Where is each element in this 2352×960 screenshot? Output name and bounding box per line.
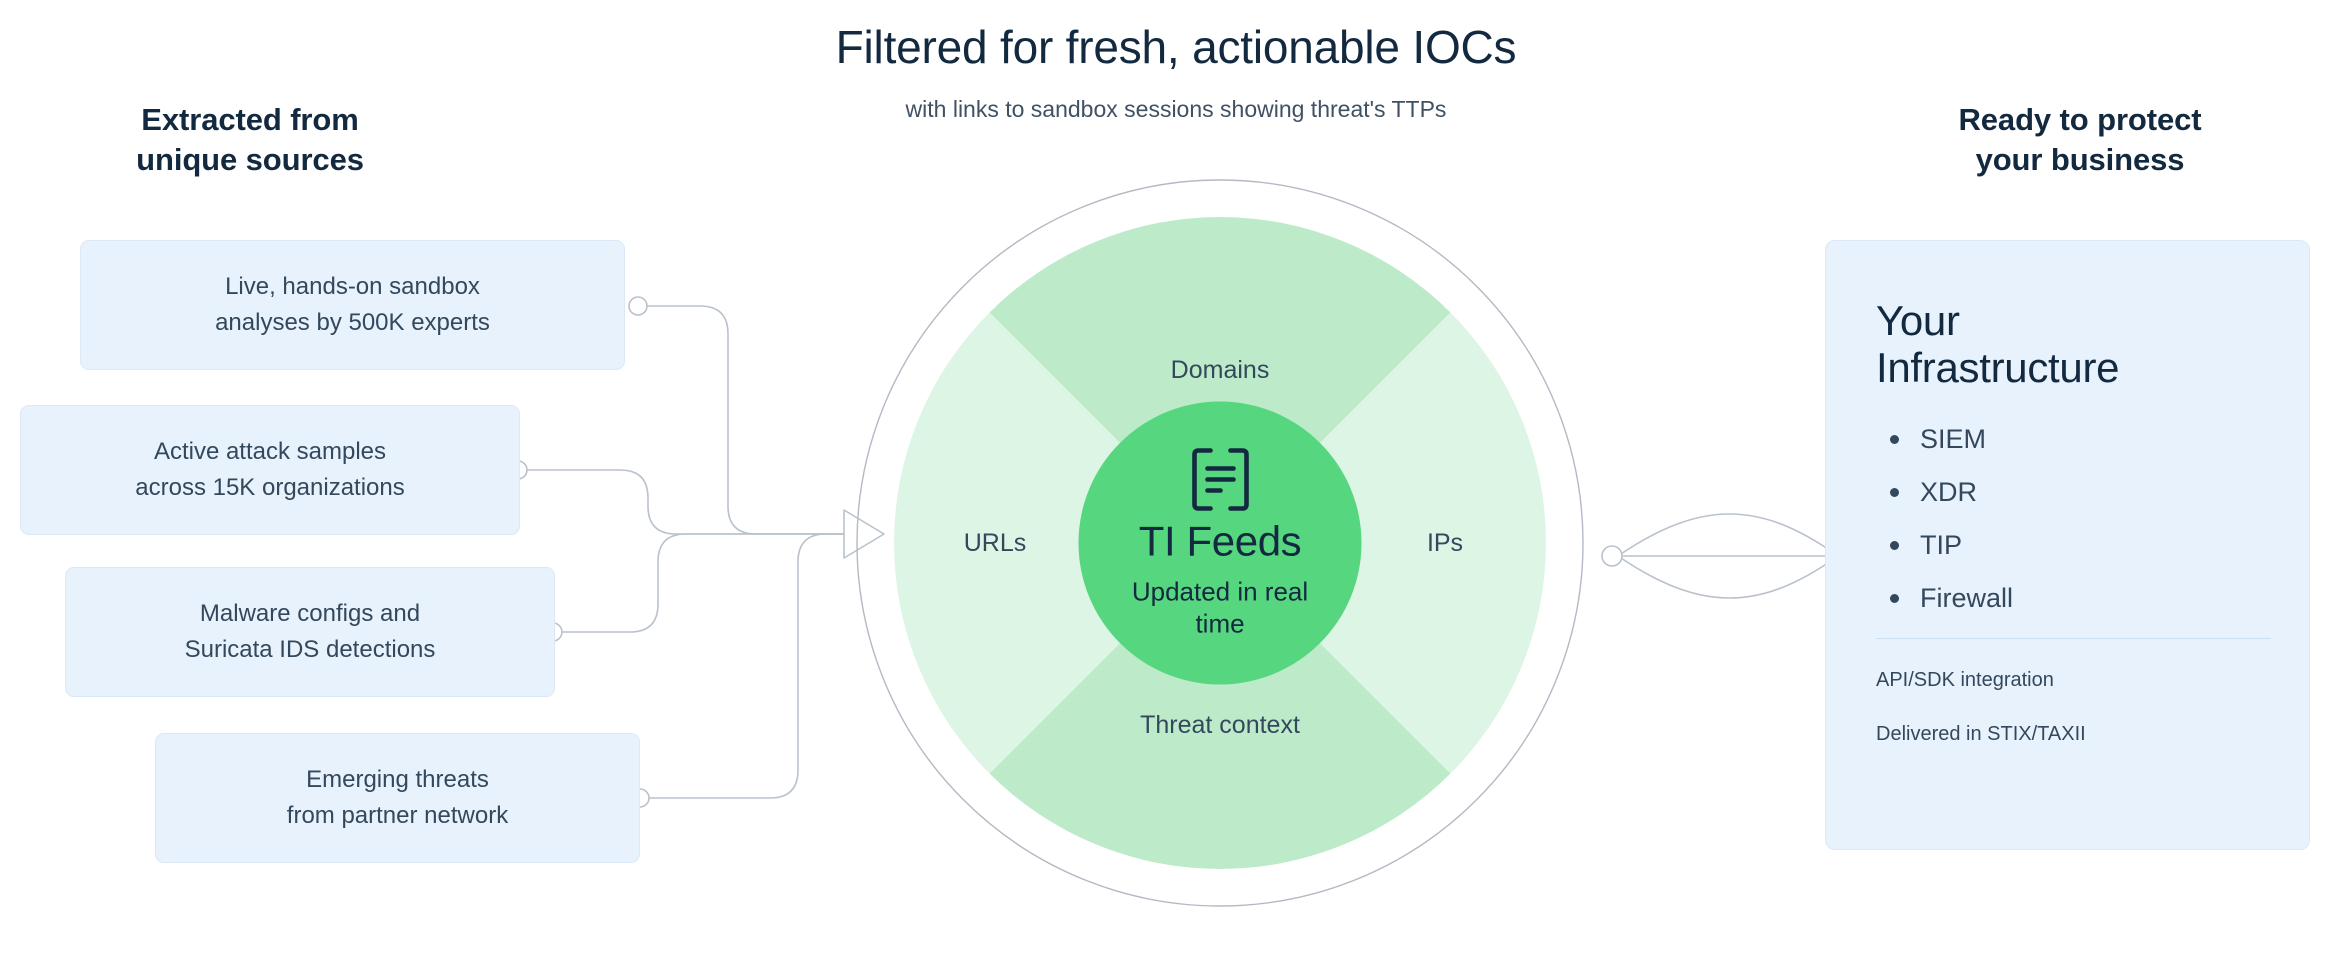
page-subtitle: with links to sandbox sessions showing t…	[905, 96, 1447, 122]
outer-ring-outline	[856, 179, 1584, 907]
ring-quadrant-ips	[1220, 312, 1546, 774]
connector-node-output	[1601, 545, 1623, 567]
source-box-1-line2: analyses by 500K experts	[215, 309, 490, 336]
source-box-4[interactable]: Emerging threats from partner network	[155, 733, 640, 863]
list-item: TIP	[1886, 531, 2259, 559]
panel-title-line2: Infrastructure	[1876, 344, 2120, 392]
hub-title: TI Feeds	[1138, 517, 1302, 565]
infrastructure-list: SIEM XDR TIP Firewall	[1886, 425, 2259, 612]
list-item: SIEM	[1886, 425, 2259, 453]
source-box-4-line1: Emerging threats	[306, 766, 489, 794]
ring-label-urls: URLs	[963, 529, 1027, 557]
panel-note-api: API/SDK integration	[1876, 668, 2054, 691]
ring-label-ips: IPs	[1426, 529, 1464, 557]
source-box-1[interactable]: Live, hands-on sandbox analyses by 500K …	[80, 240, 625, 370]
source-box-2[interactable]: Active attack samples across 15K organiz…	[20, 405, 520, 535]
connector-source-4	[645, 533, 846, 799]
ti-feeds-circle: Domains Threat context URLs IPs TI Feeds…	[855, 178, 1585, 908]
ring-quadrant-domains	[989, 217, 1451, 543]
your-infrastructure-panel[interactable]: Your Infrastructure SIEM XDR TIP Firewal…	[1825, 240, 2310, 850]
panel-title: Your Infrastructure	[1876, 297, 2259, 392]
connector-node-source-1	[628, 296, 648, 316]
right-column-heading-line2: your business	[1975, 141, 2185, 177]
ring-quadrant-urls	[894, 312, 1220, 774]
left-column-heading-line1: Extracted from	[141, 102, 359, 137]
left-column-heading-line2: unique sources	[136, 141, 364, 177]
right-column-heading: Ready to protect your business	[1870, 100, 2290, 179]
right-column-heading-line1: Ready to protect	[1958, 102, 2202, 137]
list-item: XDR	[1886, 478, 2259, 506]
page-title: Filtered for fresh, actionable IOCs	[835, 21, 1517, 73]
source-box-3-line2: Suricata IDS detections	[184, 636, 436, 663]
source-box-3[interactable]: Malware configs and Suricata IDS detecti…	[65, 567, 555, 697]
source-box-1-line1: Live, hands-on sandbox	[225, 273, 480, 301]
connector-source-1	[643, 305, 846, 535]
panel-divider	[1876, 637, 2271, 639]
source-box-2-line1: Active attack samples	[153, 438, 387, 466]
ring-label-domains: Domains	[1170, 356, 1270, 384]
feed-document-icon	[1190, 446, 1250, 512]
ring-quadrant-threat-context	[989, 543, 1451, 869]
connector-source-2	[523, 469, 846, 535]
list-item: Firewall	[1886, 584, 2259, 612]
ring-label-threat-context: Threat context	[1140, 711, 1300, 739]
ti-feeds-hub: TI Feeds Updated in real time	[1078, 401, 1362, 685]
ring-graphic	[856, 179, 1584, 907]
left-column-heading: Extracted from unique sources	[55, 100, 445, 179]
hub-subtitle: Updated in real time	[1131, 576, 1309, 638]
source-box-3-line1: Malware configs and	[199, 600, 421, 628]
source-box-4-line2: from partner network	[286, 802, 509, 829]
panel-note-delivery: Delivered in STIX/TAXII	[1876, 722, 2086, 745]
connector-out-lower	[1617, 555, 1839, 599]
connector-source-3	[558, 533, 846, 633]
connector-out-upper	[1617, 513, 1839, 557]
source-box-2-line2: across 15K organizations	[135, 474, 405, 501]
panel-title-line1: Your	[1876, 297, 1960, 344]
